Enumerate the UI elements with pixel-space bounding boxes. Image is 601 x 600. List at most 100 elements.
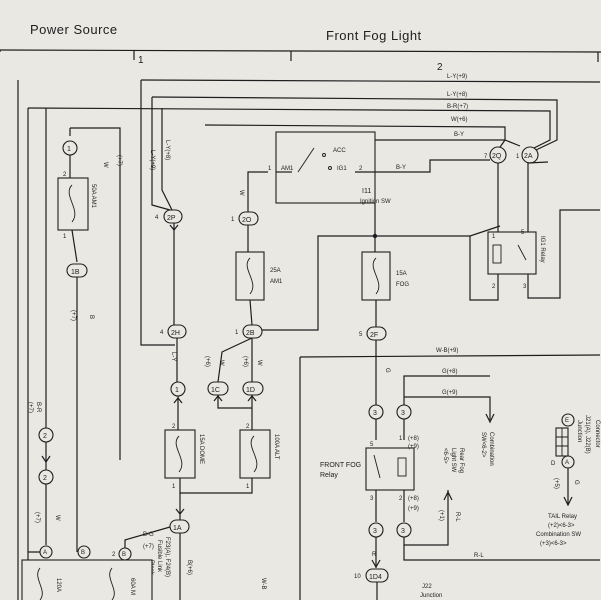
fuse-element-icon: [37, 567, 115, 600]
column-number-2: 2: [437, 62, 443, 73]
wire-label-r: R: [372, 552, 377, 558]
wire-label-wb-bot: W-B: [260, 578, 266, 590]
wire-label-g9: G(+9): [442, 390, 458, 396]
ignition-switch-box: [275, 131, 376, 204]
ign-ig1-label: IG1: [337, 166, 347, 172]
wire-label-w6: W(+6): [451, 117, 468, 123]
dome-pin-2: 2: [172, 424, 176, 430]
fog-relay-label-1: FRONT FOG: [320, 462, 361, 469]
wire: [527, 161, 549, 164]
connector-b2-label: B: [122, 552, 126, 558]
fuse-15a-amp: 15A: [396, 271, 407, 277]
jconn-l3: Connector: [594, 420, 600, 448]
ign-name: I11: [362, 188, 371, 195]
wire-label-p7-mid: (+7): [70, 310, 76, 321]
wire: [375, 419, 405, 440]
wire-label-rl: R-L: [474, 553, 484, 559]
combo-label-1: Combination: [488, 432, 494, 466]
ig1-pin-5: 5: [521, 230, 525, 236]
connector-a2-label: A: [565, 460, 569, 466]
alt-pin-1: 1: [246, 484, 250, 490]
wire-ly9-vertical: [140, 80, 175, 346]
wire-label-g-tail: G: [573, 480, 579, 485]
connector-2h-pin: 4: [160, 330, 164, 336]
wire-label-br-left: B-R: [35, 402, 41, 413]
wire-wb9: [299, 354, 601, 358]
fog-relay-pin-5: 5: [370, 442, 374, 448]
wire-label-g8: G(+8): [442, 369, 458, 375]
wire-label-b: B: [88, 315, 94, 319]
am1-pin-top: 2: [63, 172, 67, 178]
connector-2p-label: 2P: [167, 215, 176, 222]
contact-icon: [322, 153, 326, 157]
tail-combo-sub: (+3)<6-3>: [540, 541, 567, 547]
fuse-element-icon: [246, 257, 254, 295]
arrow-icon: [169, 224, 179, 231]
fuse-100a-alt-label: 100A ALT: [273, 434, 279, 460]
connector-3-b-label: 3: [401, 410, 405, 417]
connector-2p-pin: 4: [155, 215, 159, 221]
header-rule: [0, 49, 601, 53]
jconn-d: D: [551, 461, 556, 467]
fuse-50a-am1: [57, 177, 89, 231]
ign-acc-label: ACC: [333, 148, 346, 154]
relay-coil-icon: [492, 244, 502, 264]
wire-g8: [403, 375, 490, 405]
arrow-icon: [175, 508, 185, 515]
connector-1a-label: 1A: [173, 525, 182, 532]
connector-2f-label: 2F: [370, 332, 378, 339]
wire-w-1c: [217, 337, 253, 383]
fuse-120a-label: 120A: [55, 578, 61, 592]
jconn-l2: Junction: [576, 420, 582, 442]
rear-fog-3: <6-5>: [442, 448, 448, 464]
connector-2q-pin: 7: [484, 154, 488, 160]
wire-label-br7: B-R(+7): [447, 104, 468, 110]
ig1-pin-3: 3: [523, 284, 527, 290]
wire-label-p7-left: (+7): [27, 402, 33, 413]
wire-label-ly9-v: L-Y(+9): [149, 150, 155, 170]
connector-a-label: A: [43, 550, 47, 556]
wire: [179, 478, 253, 494]
wire-label-w-1c: W: [218, 360, 224, 366]
arrow-icon: [563, 496, 573, 507]
wire-label-p7-lower: (+7): [34, 512, 40, 523]
wire-w-loop: [69, 127, 121, 460]
fuse-element-icon: [250, 435, 258, 473]
fog-relay-note-3: (+8): [408, 496, 419, 502]
wire-label-w-left: W: [54, 515, 60, 521]
wire-ly8-vertical: [151, 97, 171, 211]
wire-label-by-top: B-Y: [454, 132, 464, 138]
wire-label-p7-v1: (+7): [116, 155, 122, 166]
fog-relay-note-1: (+8): [408, 436, 419, 442]
wire: [71, 229, 78, 263]
ign-sub: Ignition SW: [360, 199, 391, 205]
connector-1d-label: 1D: [246, 387, 255, 394]
fuse-element-icon: [372, 257, 380, 295]
relay-contact-icon: [517, 244, 527, 261]
fusible-link-block: [21, 559, 153, 600]
tail-combo-label: Combination SW: [536, 532, 581, 538]
connector-e-label: E: [565, 418, 569, 424]
relay-contact-icon: [373, 454, 381, 479]
header-power-source: Power Source: [30, 22, 118, 37]
fog-relay-pin-1: 1: [399, 436, 403, 442]
connector-2q: [489, 146, 507, 164]
wire-label-w-alt: W: [256, 360, 262, 366]
junction-grid-icon: [556, 428, 568, 456]
arrow-icon: [485, 413, 495, 424]
rear-fog-1: Rear Fog: [458, 448, 464, 473]
arrow-icon: [443, 490, 453, 501]
front-fog-relay: [365, 447, 415, 491]
wire-br7-vertical: [161, 108, 173, 211]
ign-am1-label: AM1: [281, 166, 294, 172]
connector-2-a-label: 2: [43, 433, 47, 440]
connector-2-b-label: 2: [43, 475, 47, 482]
wire-label-bg: B-G: [143, 532, 154, 538]
fog-relay-note-4: (+9): [408, 506, 419, 512]
fog-relay-label-2: Relay: [320, 472, 338, 479]
connector-2a-label: 2A: [524, 153, 533, 160]
column-number-1: 1: [138, 55, 144, 66]
combo-label-2: SW<6-2>: [480, 432, 486, 458]
wire: [527, 209, 600, 299]
j22-label: J22: [422, 584, 432, 590]
